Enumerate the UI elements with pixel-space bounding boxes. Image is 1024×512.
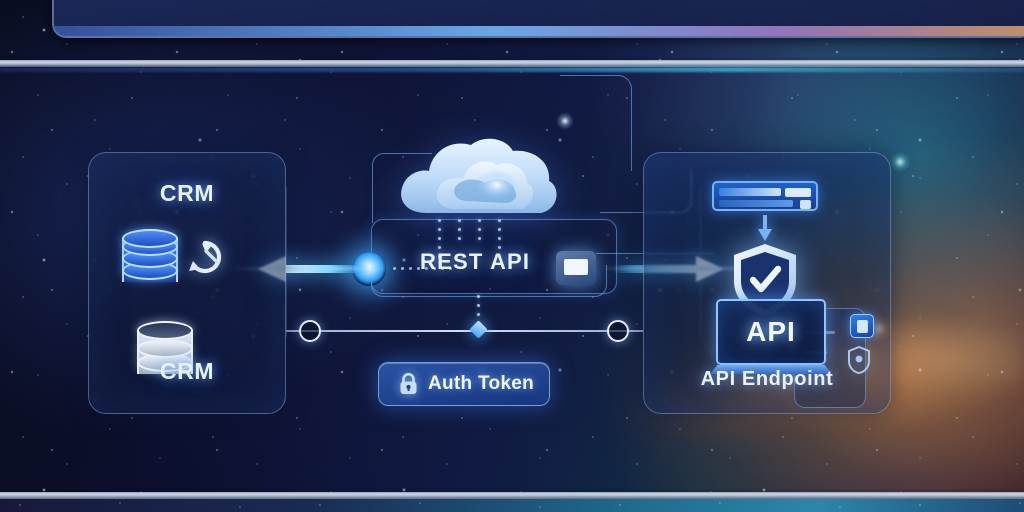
down-arrow-icon (758, 215, 772, 241)
left-beam-streak (230, 267, 390, 270)
shield-pin-icon (848, 346, 870, 374)
bottom-sparkles (0, 499, 1024, 512)
data-drop-3 (478, 219, 481, 246)
server-rack-icon (712, 181, 818, 211)
server-bar-1 (719, 188, 781, 196)
content-canvas: REST API CRM (0, 67, 1024, 492)
laptop-screen: API (716, 299, 826, 365)
db-ring-2 (137, 339, 193, 358)
crm-title-bottom: CRM (159, 358, 215, 384)
server-indicator-1 (785, 188, 811, 197)
frame-sheen (54, 26, 1024, 36)
crm-panel[interactable]: CRM CRM (88, 152, 286, 414)
server-indicator-2 (800, 200, 811, 209)
laptop-base (710, 365, 832, 374)
database-silver-icon (137, 321, 193, 383)
server-bar-2 (719, 200, 793, 207)
bottom-edge-glow (0, 499, 1024, 512)
star-flare-teal (890, 152, 910, 172)
laptop-icon: API (710, 299, 832, 381)
connector-node-right[interactable] (607, 320, 629, 342)
api-endpoint-title: API Endpoint (700, 368, 834, 390)
db-ring-top (137, 321, 193, 340)
cloud-icon (401, 138, 557, 213)
bottom-chrome-bar (0, 492, 1024, 499)
crm-title-top: CRM (159, 180, 215, 206)
shield-check-icon (734, 244, 796, 316)
auth-token-badge[interactable]: Auth Token (378, 362, 550, 406)
top-frame-pane (52, 0, 1024, 38)
data-drop-2 (458, 219, 461, 246)
monitor-icon[interactable] (556, 251, 596, 285)
chip-icon (850, 314, 874, 338)
data-drop-4 (498, 219, 501, 264)
horizontal-connector (286, 330, 643, 332)
top-chrome-bar (0, 60, 1024, 67)
trace-top-right (560, 75, 632, 171)
db-ring-top (122, 229, 178, 248)
api-screen-label: API (746, 316, 796, 347)
lock-icon (400, 373, 417, 394)
api-endpoint-panel[interactable]: API API Endpoint (643, 152, 891, 414)
top-edge-glow (0, 67, 1024, 72)
trace-left-elbow (372, 153, 432, 223)
trace-vertical-left (286, 187, 287, 337)
connector-node-left[interactable] (299, 320, 321, 342)
rest-api-label: REST API (420, 249, 531, 274)
auth-token-label: Auth Token (428, 373, 535, 394)
database-blue-icon (122, 229, 178, 291)
sync-arrow-icon (189, 240, 222, 274)
dotted-link-left (393, 267, 452, 270)
data-drop-1 (438, 219, 441, 264)
star-flare (556, 112, 574, 130)
